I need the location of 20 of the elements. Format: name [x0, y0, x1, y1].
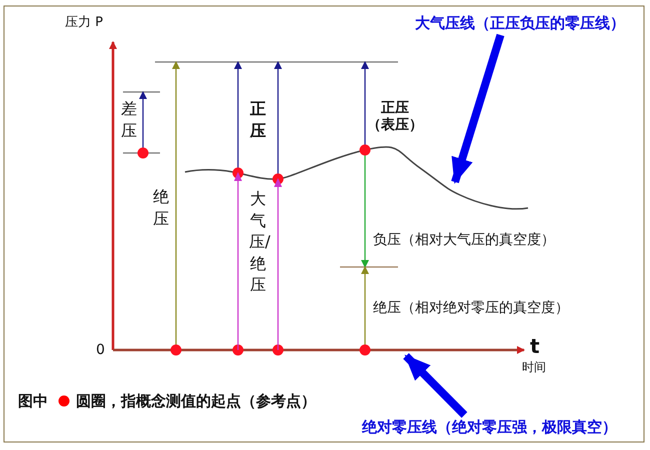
vertical-label: 差压	[120, 98, 138, 142]
text-label: 时间	[522, 360, 546, 374]
text-label: 负压（相对大气压的真空度）	[373, 232, 555, 249]
text-label: 图中	[18, 392, 48, 410]
vertical-label: 正压	[249, 98, 267, 142]
text-label: 正压（表压）	[366, 100, 424, 134]
legend-text: 圆圈，指概念测值的起点（参考点）	[76, 392, 316, 410]
text-label: 绝压（相对绝对零压的真空度）	[373, 300, 569, 317]
atmospheric-pressure-curve	[184, 146, 528, 210]
vertical-label: 绝压	[152, 186, 170, 230]
text-label: t	[530, 334, 540, 358]
callout-text: 绝对零压线（绝对零压强，极限真空）	[362, 418, 617, 436]
leader-arrow	[451, 34, 504, 184]
zero-pressure-line	[113, 346, 525, 354]
arrow	[274, 178, 282, 350]
callout-text: 大气压线（正压负压的零压线）	[415, 14, 625, 32]
leader-arrow	[403, 353, 468, 418]
text-label: 压力 P	[65, 15, 103, 31]
arrow	[234, 172, 242, 350]
text-label: 0	[96, 342, 105, 359]
